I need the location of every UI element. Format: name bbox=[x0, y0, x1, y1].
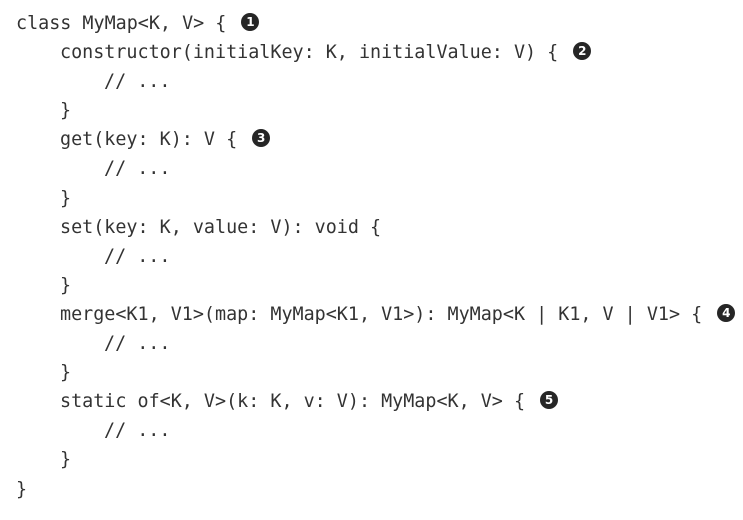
callout-marker-3: 3 bbox=[252, 129, 271, 148]
callout-marker-5: 5 bbox=[540, 391, 559, 410]
code-line-comment: // ... bbox=[16, 67, 736, 96]
code-line-class-declaration: class MyMap<K, V> { 1 bbox=[16, 9, 736, 38]
code-line-merge-method: merge<K1, V1>(map: MyMap<K1, V1>): MyMap… bbox=[16, 300, 736, 329]
callout-marker-2: 2 bbox=[573, 42, 592, 61]
code-listing: class MyMap<K, V> { 1 constructor(initia… bbox=[16, 9, 736, 504]
code-line-comment: // ... bbox=[16, 329, 736, 358]
code-text: } bbox=[16, 478, 28, 500]
code-text: } bbox=[60, 274, 72, 296]
code-text: merge<K1, V1>(map: MyMap<K1, V1>): MyMap… bbox=[60, 303, 714, 325]
code-text: set(key: K, value: V): void { bbox=[60, 216, 382, 238]
code-line-closing-brace: } bbox=[16, 358, 736, 387]
code-line-get-method: get(key: K): V { 3 bbox=[16, 125, 736, 154]
code-line-set-method: set(key: K, value: V): void { bbox=[16, 213, 736, 242]
code-line-closing-brace: } bbox=[16, 96, 736, 125]
code-line-closing-brace: } bbox=[16, 271, 736, 300]
code-line-comment: // ... bbox=[16, 154, 736, 183]
code-text: // ... bbox=[104, 420, 171, 442]
code-line-closing-brace: } bbox=[16, 184, 736, 213]
code-line-closing-brace: } bbox=[16, 445, 736, 474]
code-text: // ... bbox=[104, 333, 171, 355]
code-text: } bbox=[60, 362, 72, 384]
code-line-static-of-method: static of<K, V>(k: K, v: V): MyMap<K, V>… bbox=[16, 387, 736, 416]
code-text: class MyMap<K, V> { bbox=[16, 13, 238, 34]
code-line-constructor: constructor(initialKey: K, initialValue:… bbox=[16, 38, 736, 67]
code-text: get(key: K): V { bbox=[60, 129, 249, 151]
code-text: } bbox=[60, 449, 72, 471]
code-text: } bbox=[60, 100, 72, 122]
code-text: static of<K, V>(k: K, v: V): MyMap<K, V>… bbox=[60, 391, 537, 413]
code-text: constructor(initialKey: K, initialValue:… bbox=[60, 42, 570, 64]
code-line-class-closing-brace: } bbox=[16, 475, 736, 504]
code-line-comment: // ... bbox=[16, 242, 736, 271]
callout-marker-1: 1 bbox=[241, 13, 260, 31]
code-text: // ... bbox=[104, 158, 171, 180]
callout-marker-4: 4 bbox=[717, 303, 736, 322]
code-line-comment: // ... bbox=[16, 416, 736, 445]
code-text: } bbox=[60, 187, 72, 209]
code-text: // ... bbox=[104, 245, 171, 267]
code-text: // ... bbox=[104, 71, 171, 93]
